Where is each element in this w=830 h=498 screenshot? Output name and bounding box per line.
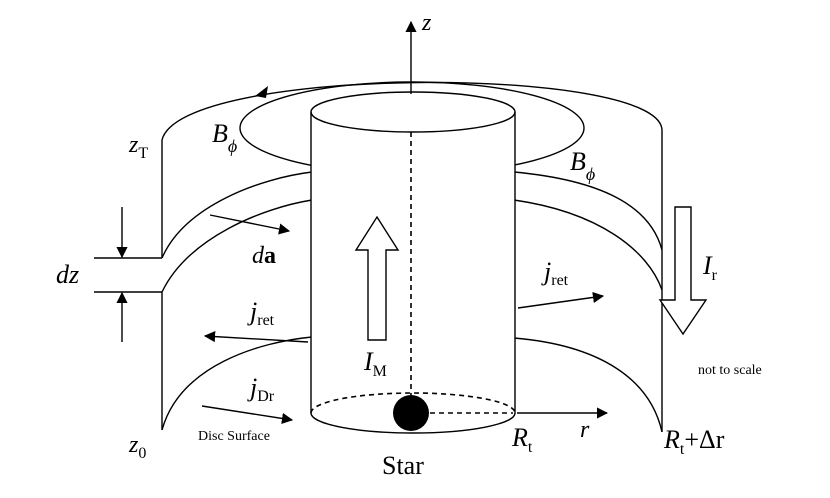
central-cylinder-bottom-back [310, 392, 516, 414]
r-outer-label: Rt+Δr [663, 425, 725, 458]
da-label: da [252, 243, 276, 269]
z-top-label: zT [128, 132, 148, 162]
slab-upper-arc-left [161, 171, 313, 259]
r-axis-label: r [580, 417, 590, 443]
j-dr-label: jDr [247, 373, 275, 405]
dz-label: dz [56, 260, 79, 289]
da-arrow [209, 214, 291, 235]
i-m-hollow-arrow [354, 215, 400, 341]
disc-arc-right [513, 337, 663, 433]
slab-lower-arc-left [161, 199, 313, 293]
b-phi-right-label: Bϕ [570, 147, 595, 184]
j-ret-left-arrow [203, 330, 309, 343]
j-dr-arrow [201, 405, 294, 424]
b-phi-left-label: Bϕ [212, 119, 237, 156]
not-to-scale-label: not to scale [698, 363, 762, 378]
disc-surface-label: Disc Surface [198, 429, 270, 444]
r-t-label: Rt [511, 423, 533, 456]
i-m-label: IM [363, 347, 387, 380]
i-r-label: Ir [702, 251, 718, 284]
central-cylinder-top [310, 91, 516, 133]
slab-lower-arc-right [513, 199, 663, 291]
j-ret-right-arrow [517, 291, 605, 309]
z-axis-label: z [421, 10, 432, 36]
disc-arc-left [161, 336, 313, 431]
slab-upper-arc-right [513, 171, 663, 251]
j-ret-right-label: jret [541, 257, 569, 289]
i-r-hollow-arrow [658, 206, 708, 336]
star-label: Star [382, 451, 424, 480]
central-cylinder-body [311, 112, 515, 433]
z-bottom-label: z0 [128, 432, 146, 462]
j-ret-left-label: jret [247, 297, 275, 329]
b-phi-arrow-head [255, 86, 268, 98]
central-cylinder-bottom-front [310, 412, 516, 434]
star-dot [393, 395, 429, 431]
